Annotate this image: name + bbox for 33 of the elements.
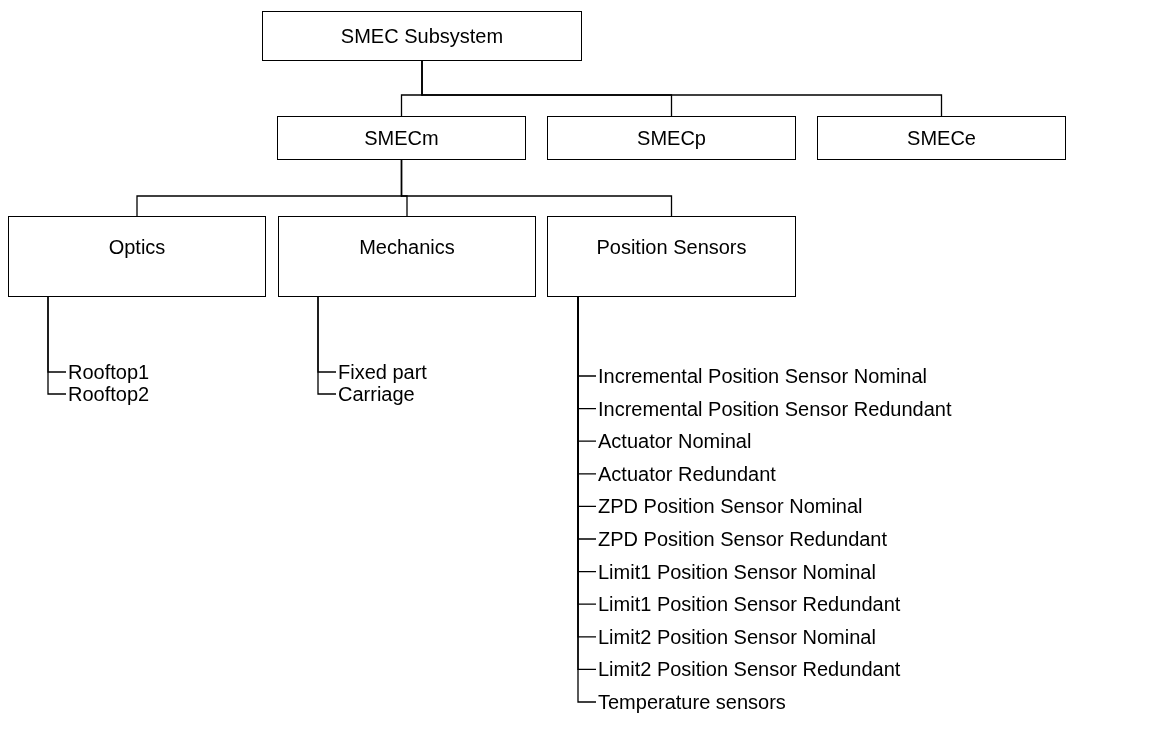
hierarchy-box bbox=[547, 216, 796, 297]
hierarchy-box bbox=[262, 11, 582, 61]
tree-item-label: Limit2 Position Sensor Nominal bbox=[598, 624, 876, 649]
tree-item-label: Incremental Position Sensor Redundant bbox=[598, 396, 952, 421]
box-label: SMECe bbox=[907, 126, 976, 150]
connector-line bbox=[421, 60, 943, 117]
tree-item-label: Actuator Nominal bbox=[598, 429, 752, 454]
tree-item-label: ZPD Position Sensor Nominal bbox=[598, 494, 863, 519]
tree-item-label: Actuator Redundant bbox=[598, 461, 776, 486]
connector-line bbox=[317, 296, 337, 395]
tree-item-label: Limit1 Position Sensor Redundant bbox=[598, 592, 901, 617]
box-label: SMECp bbox=[637, 126, 706, 150]
connector-line bbox=[400, 159, 673, 217]
tree-item-label: Rooftop1 bbox=[68, 360, 150, 384]
tree-item-label: Rooftop2 bbox=[68, 382, 150, 406]
hierarchy-box bbox=[547, 116, 796, 160]
hierarchy-box bbox=[817, 116, 1066, 160]
box-label: SMECm bbox=[364, 126, 439, 150]
connector-line bbox=[47, 296, 67, 395]
box-label: Mechanics bbox=[359, 235, 455, 259]
box-label: SMEC Subsystem bbox=[340, 24, 504, 48]
tree-item-label: Carriage bbox=[338, 382, 415, 406]
tree-item-label: Temperature sensors bbox=[598, 690, 786, 714]
tree-item-label: Limit2 Position Sensor Redundant bbox=[598, 657, 901, 682]
box-label: Optics bbox=[108, 235, 166, 259]
tree-item-label: Limit1 Position Sensor Nominal bbox=[598, 559, 876, 584]
tree-item-label: Fixed part bbox=[338, 360, 427, 384]
hierarchy-box bbox=[277, 116, 526, 160]
box-label: Position Sensors bbox=[596, 235, 747, 259]
hierarchy-box bbox=[8, 216, 266, 297]
tree-item-label: ZPD Position Sensor Redundant bbox=[598, 527, 888, 551]
tree-item-label: Incremental Position Sensor Nominal bbox=[598, 364, 928, 388]
hierarchy-box bbox=[278, 216, 536, 297]
